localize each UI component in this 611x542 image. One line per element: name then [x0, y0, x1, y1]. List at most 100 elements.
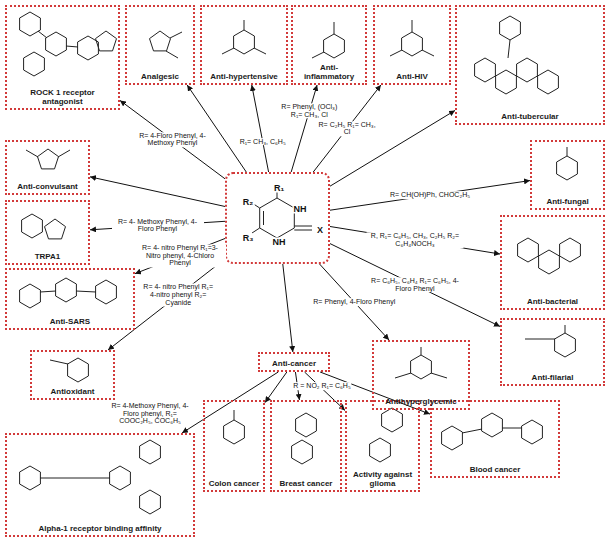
core-structure: R₁NHXNHR₃R₂	[225, 172, 330, 264]
reaction-arrow	[265, 372, 287, 403]
ring	[296, 413, 317, 437]
atom-label: R₃	[242, 234, 255, 243]
activity-box: Colon cancer	[203, 400, 265, 492]
activity-label: TRPA1	[35, 252, 61, 261]
ring	[517, 58, 538, 82]
activity-label: Analgesic	[141, 72, 179, 81]
bond	[40, 478, 110, 479]
bond	[421, 347, 422, 355]
bond	[508, 40, 510, 58]
ring	[110, 466, 131, 490]
activity-box: Anti-HIV	[373, 5, 451, 85]
substituent-label: R= 4- nitro Phenyl R₁=3-Nitro phenyl, 4-…	[134, 245, 226, 268]
ring	[402, 32, 423, 56]
ring	[140, 440, 161, 464]
ring	[500, 16, 521, 40]
bond	[234, 410, 235, 420]
activity-label: Anti-SARS	[50, 317, 90, 326]
bond	[66, 46, 78, 47]
bond	[334, 22, 335, 34]
bond	[395, 373, 411, 378]
activity-box: Blood cancer	[430, 400, 560, 478]
activity-box: Breast cancer	[270, 400, 342, 492]
ring	[370, 438, 391, 462]
reaction-arrow	[135, 238, 225, 273]
activity-label: Anti-convulsant	[17, 182, 77, 191]
bond	[312, 52, 324, 58]
bond	[76, 291, 96, 292]
substituent-label: R= Phenyl, 4-Floro Phenyl	[312, 298, 396, 306]
reaction-arrow	[313, 85, 381, 172]
ring	[496, 70, 517, 94]
ring	[20, 466, 41, 490]
reaction-arrow	[330, 226, 500, 254]
activity-label: Anti-hypertensive	[210, 72, 278, 81]
activity-label: Colon cancer	[209, 479, 260, 488]
activity-label: Alpha-1 receptor binding affinity	[38, 524, 161, 533]
activity-box: Anti-tubercular	[455, 5, 605, 125]
bond	[38, 31, 47, 38]
bond	[170, 32, 182, 38]
substituent-label: R= C₂H₅ R₁= CH₃, Cl	[316, 121, 378, 136]
reaction-arrow	[291, 85, 317, 172]
ring	[538, 70, 559, 94]
activity-label: Antihyperglycemic	[385, 397, 457, 406]
ring	[46, 32, 67, 56]
ring	[96, 31, 117, 51]
activity-label: Antioxidant	[51, 387, 95, 396]
ring	[56, 278, 77, 302]
substituent-label: R= Phenyl, (OCl₃) R₁= CH₃, Cl	[277, 103, 341, 118]
ring	[557, 156, 578, 180]
ring	[518, 238, 539, 262]
ring	[96, 280, 117, 304]
reaction-arrow	[305, 372, 345, 410]
ring	[38, 149, 59, 169]
bond	[431, 373, 447, 378]
activity-label: Anti-bacterial	[527, 297, 578, 306]
substituent-label: R, R₁= C₆H₅, CH₃, C₂H₅ R₂= C₆H₄NOCH₃	[367, 233, 464, 248]
bond	[40, 291, 56, 292]
activity-label: Blood cancer	[470, 465, 521, 474]
ring	[140, 490, 161, 514]
activity-box: Anti-filarial	[500, 318, 605, 386]
activity-box: Anti-hypertensive	[200, 5, 288, 85]
ring	[234, 30, 255, 54]
bond	[462, 429, 482, 433]
bond	[567, 147, 568, 156]
activity-label: Anti-fungal	[546, 197, 588, 206]
reaction-arrow	[320, 372, 430, 414]
activity-box: Antihyperglycemic	[372, 340, 470, 410]
activity-box: Alpha-1 receptor binding affinity	[5, 433, 195, 537]
bond	[422, 50, 434, 56]
activity-label: Anti-inflammatory	[296, 63, 362, 81]
activity-box: Anti-convulsant	[5, 140, 90, 195]
bond	[390, 50, 402, 56]
ring	[150, 31, 171, 51]
activity-box: Analgesic	[125, 5, 195, 85]
atom-label: NH	[272, 238, 287, 247]
bond	[222, 48, 234, 54]
activity-box: TRPA1	[5, 200, 90, 265]
bond	[26, 150, 38, 157]
ring	[475, 58, 496, 82]
ring	[68, 358, 89, 382]
atom-label: X	[316, 226, 324, 235]
bond	[565, 325, 566, 333]
substituent-label: R= 4-Methoxy Phenyl, 4-Floro phenyl, R₁=…	[109, 402, 191, 425]
reaction-arrow	[108, 259, 225, 350]
substituent-label: R= 4- nitro Phenyl R₁= 4-nitro phenyl R₂…	[142, 284, 214, 307]
substituent-label: R= 4-Floro Phenyl, 4-Methoxy Phenyl	[127, 132, 219, 147]
ring	[555, 333, 576, 357]
activity-label: Anti-HIV	[396, 72, 428, 81]
ring	[442, 426, 463, 450]
substituent-label: R₁= CH₃, C₆H₅	[239, 138, 287, 146]
reaction-arrow	[120, 100, 225, 178]
activity-box: Anti-fungal	[530, 140, 605, 210]
reaction-arrow	[252, 85, 269, 172]
ring	[78, 36, 99, 60]
ring	[292, 440, 313, 464]
